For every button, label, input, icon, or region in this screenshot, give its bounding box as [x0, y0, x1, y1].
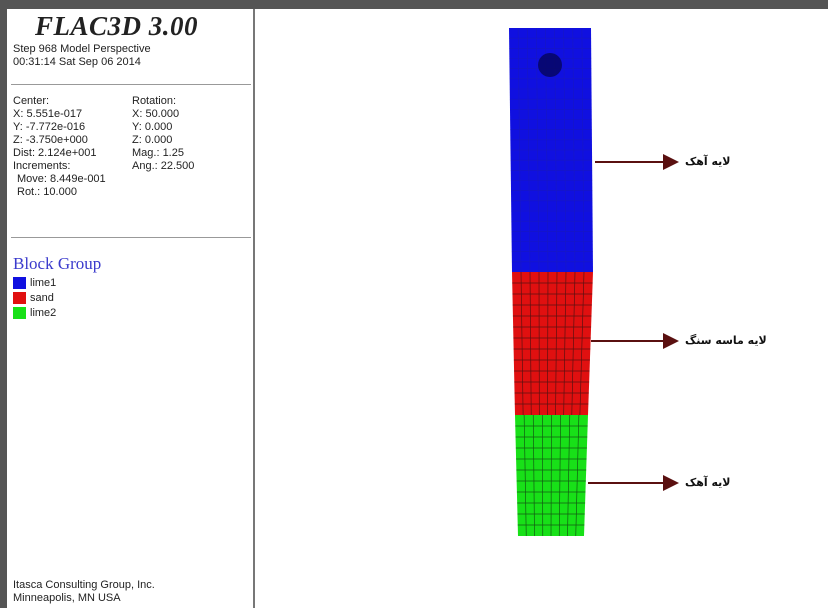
legend-swatch — [13, 307, 26, 319]
legend-label: sand — [30, 292, 54, 304]
label-bottom-layer: لایه آهک — [685, 476, 730, 489]
layer-lime1 — [509, 28, 593, 272]
legend-swatch — [13, 277, 26, 289]
mesh-focus-marker — [538, 53, 562, 77]
center-x: X: 5.551e-017 — [13, 108, 82, 120]
increments-label: Increments: — [13, 160, 70, 172]
rotation-x: X: 50.000 — [132, 108, 179, 120]
label-top-layer: لایه آهک — [685, 155, 730, 168]
rotation-label: Rotation: — [132, 95, 176, 107]
center-label: Center: — [13, 95, 49, 107]
company-name: Itasca Consulting Group, Inc. — [13, 579, 155, 591]
layer-lime2 — [515, 415, 588, 536]
legend-label: lime1 — [30, 277, 56, 289]
layer-sand — [512, 272, 593, 415]
label-middle-layer: لایه ماسه سنگ — [685, 334, 767, 347]
rotation-z: Z: 0.000 — [132, 134, 172, 146]
timestamp: 00:31:14 Sat Sep 06 2014 — [13, 56, 141, 68]
move-increment: Move: 8.449e-001 — [17, 173, 106, 185]
legend-title: Block Group — [13, 254, 101, 274]
mesh-line — [551, 415, 552, 536]
separator — [11, 237, 251, 238]
distance: Dist: 2.124e+001 — [13, 147, 96, 159]
magnification: Mag.: 1.25 — [132, 147, 184, 159]
company-location: Minneapolis, MN USA — [13, 592, 121, 604]
separator — [11, 84, 251, 85]
app-title: FLAC3D 3.00 — [35, 11, 198, 42]
legend-swatch — [13, 292, 26, 304]
model-svg — [257, 9, 828, 608]
info-panel: FLAC3D 3.00 Step 968 Model Perspective 0… — [7, 9, 255, 608]
center-z: Z: -3.750e+000 — [13, 134, 88, 146]
rot-increment: Rot.: 10.000 — [17, 186, 77, 198]
model-viewport[interactable]: لایه آهک لایه ماسه سنگ لایه آهک — [257, 9, 828, 608]
step-line: Step 968 Model Perspective — [13, 43, 151, 55]
rotation-y: Y: 0.000 — [132, 121, 172, 133]
angle: Ang.: 22.500 — [132, 160, 194, 172]
center-y: Y: -7.772e-016 — [13, 121, 85, 133]
legend-label: lime2 — [30, 307, 56, 319]
